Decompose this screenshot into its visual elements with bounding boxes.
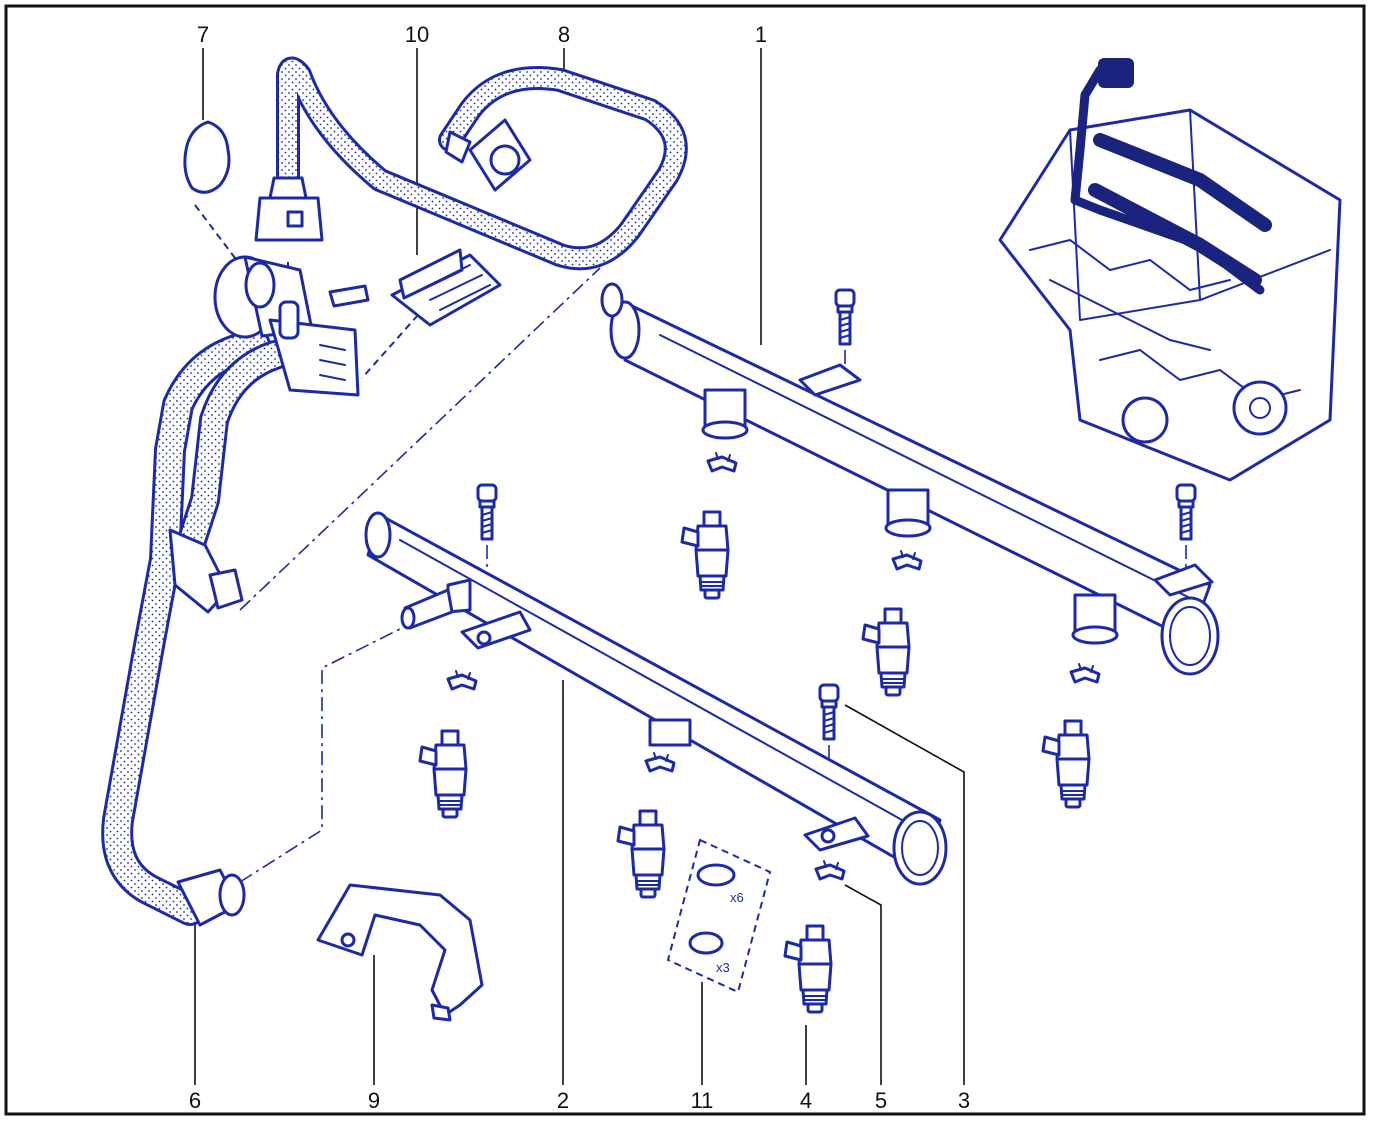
callout-1: 1 [755,22,767,47]
seal-item-7 [183,120,231,194]
callout-3: 3 [958,1088,970,1113]
clip-item-10 [390,248,502,327]
callout-4: 4 [800,1088,812,1113]
clip-c [1069,662,1101,684]
callout-6: 6 [189,1088,201,1113]
injector-c [1041,719,1091,809]
injector-e [616,809,666,899]
qty-small: x3 [716,960,730,975]
clip-f [814,859,846,881]
fuel-rail-item-1 [600,282,1220,676]
callout-10: 10 [405,22,429,47]
clip-e [644,751,676,773]
vacuum-hose-item-8 [254,56,688,271]
clip-b [891,549,923,571]
injector-b [861,607,911,697]
bolt-lower-a [476,483,498,541]
qty-large: x6 [730,890,744,905]
callout-9: 9 [368,1088,380,1113]
bolt-upper-a [834,288,856,346]
callout-11: 11 [691,1088,714,1113]
o-ring-kit-item-11: x6 x3 [666,838,772,994]
frame-border [4,4,1366,1116]
o-ring-large [696,863,736,887]
bolt-lower-b [818,683,840,741]
injector-a [680,510,730,600]
callout-8: 8 [558,22,570,47]
fuel-hose-item-6 [101,329,290,927]
engine-thumbnail [998,58,1342,482]
clip-d [446,669,478,691]
callout-5: 5 [875,1088,887,1113]
fuel-rail-item-2 [364,511,948,886]
leader-lines [194,48,965,1085]
callout-labels: 7 10 8 1 6 9 2 11 4 5 3 [189,22,970,1113]
bolt-upper-b [1175,483,1197,541]
pressure-regulator [213,255,370,397]
o-ring-small [688,931,724,955]
injector-d [418,729,468,819]
callout-7: 7 [197,22,209,47]
clip-a [706,451,738,473]
callout-2: 2 [557,1088,569,1113]
injector-f [783,924,833,1014]
bracket-item-9 [316,883,484,1022]
